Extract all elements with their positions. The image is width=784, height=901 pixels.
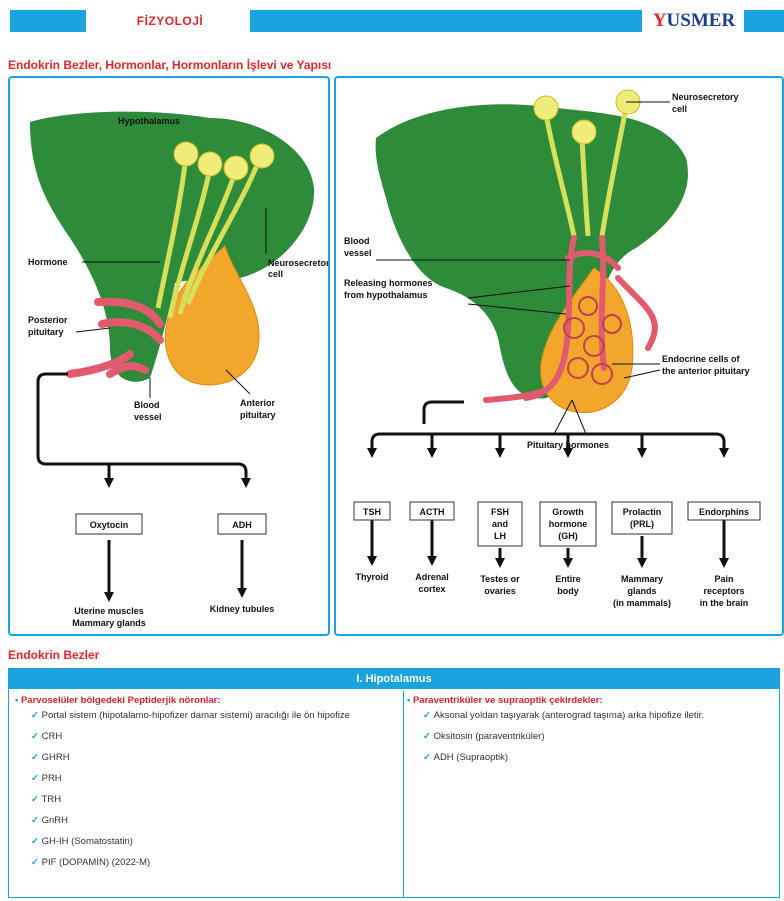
label-endocrine-cells: Endocrine cells of [662, 354, 741, 364]
section-title-glands: Endokrin Bezler [8, 648, 99, 662]
label-vessel: vessel [134, 412, 162, 422]
target-thyroid: Thyroid [356, 572, 389, 582]
box-fsh-label: FSH [491, 507, 509, 517]
page-header: FİZYOLOJİ YUSMER [0, 8, 784, 34]
hypothalamus-table: I. Hipotalamus Parvoselüler bölgedeki Pe… [8, 668, 780, 898]
publisher-logo: YUSMER [648, 8, 740, 34]
header-bar-middle [250, 10, 642, 32]
right-heading: Paraventriküler ve supraoptik çekirdekle… [407, 695, 771, 706]
list-item: GnRH [31, 815, 397, 827]
box-gh-label: (GH) [558, 531, 578, 541]
box-prolactin-label: Prolactin [623, 507, 662, 517]
list-item: GH-IH (Somatostatin) [31, 836, 397, 848]
target-body: body [557, 586, 579, 596]
list-item: ADH (Supraoptik) [423, 752, 771, 764]
label-neurosecretory: Neurosecretory [672, 92, 739, 102]
label-anterior-pituitary: pituitary [240, 410, 276, 420]
list-item: CRH [31, 731, 397, 743]
label-hypothalamus: Hypothalamus [118, 116, 180, 126]
adh-label: ADH [232, 520, 252, 530]
target-in-brain: in the brain [700, 598, 749, 608]
posterior-pituitary-diagram: Hypothalamus Hormone Neurosecretory cell… [8, 76, 330, 636]
list-item: GHRH [31, 752, 397, 764]
label-from-hypothalamus: from hypothalamus [344, 290, 428, 300]
label-blood: Blood [344, 236, 370, 246]
label-anterior-pituitary: the anterior pituitary [662, 366, 750, 376]
box-endorphins-label: Endorphins [699, 507, 749, 517]
target-cortex: cortex [418, 584, 445, 594]
table-col-right: Paraventriküler ve supraoptik çekirdekle… [401, 691, 777, 897]
label-releasing: Releasing hormones [344, 278, 433, 288]
list-item: TRH [31, 794, 397, 806]
label-blood: Blood [134, 400, 160, 410]
label-pituitary-hormones: Pituitary hormones [527, 440, 609, 450]
target-adrenal: Adrenal [415, 572, 449, 582]
box-and-label: and [492, 519, 508, 529]
anterior-pituitary-diagram: Neurosecretory cell Blood vessel Releasi… [334, 76, 784, 636]
label-hormone: Hormone [28, 257, 68, 267]
box-growth-label: Growth [552, 507, 584, 517]
table-header: I. Hipotalamus [9, 669, 779, 689]
target-mammary: Mammary [621, 574, 663, 584]
oxytocin-label: Oxytocin [90, 520, 129, 530]
right-list: Aksonal yoldan taşıyarak (anterograd taş… [407, 710, 771, 764]
header-bar-left [10, 10, 86, 32]
list-item: Aksonal yoldan taşıyarak (anterograd taş… [423, 710, 771, 722]
list-item: Oksitosin (paraventriküler) [423, 731, 771, 743]
header-bar-right [744, 10, 784, 32]
left-list: Portal sistem (hipotalamo-hipofizer dama… [15, 710, 397, 869]
list-item: PRH [31, 773, 397, 785]
hypothalamus-shape [376, 104, 688, 398]
target-entire: Entire [555, 574, 581, 584]
box-lh-label: LH [494, 531, 506, 541]
section-title-hormones: Endokrin Bezler, Hormonlar, Hormonların … [8, 58, 331, 72]
target-uterine: Uterine muscles [74, 606, 144, 616]
target-receptors: receptors [703, 586, 744, 596]
label-neurosecretory-cell: cell [268, 269, 283, 279]
box-acth-label: ACTH [420, 507, 445, 517]
label-neurosecretory-cell: cell [672, 104, 687, 114]
target-glands: glands [627, 586, 656, 596]
target-mammary: Mammary glands [72, 618, 146, 628]
box-hormone-label: hormone [549, 519, 588, 529]
target-ovaries: ovaries [484, 586, 516, 596]
label-anterior: Anterior [240, 398, 276, 408]
box-tsh-label: TSH [363, 507, 381, 517]
target-kidney: Kidney tubules [210, 604, 275, 614]
label-posterior: Posterior [28, 315, 68, 325]
target-in-mammals: (in mammals) [613, 598, 671, 608]
list-item: PIF (DOPAMİN) (2022-M) [31, 857, 397, 869]
label-vessel: vessel [344, 248, 372, 258]
table-col-left: Parvoselüler bölgedeki Peptiderjik nöron… [9, 691, 404, 897]
box-prl-label: (PRL) [630, 519, 654, 529]
label-neurosecretory: Neurosecretory [268, 258, 328, 268]
list-item: Portal sistem (hipotalamo-hipofizer dama… [31, 710, 397, 722]
left-heading: Parvoselüler bölgedeki Peptiderjik nöron… [15, 695, 397, 706]
target-pain: Pain [714, 574, 733, 584]
subject-title: FİZYOLOJİ [96, 10, 244, 32]
target-testes: Testes or [480, 574, 520, 584]
label-posterior-pituitary: pituitary [28, 327, 64, 337]
